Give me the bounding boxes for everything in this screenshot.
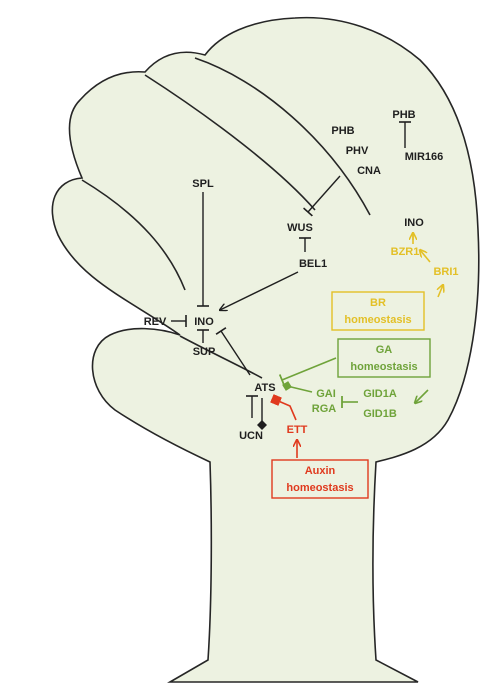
- edge-phb-wus: [302, 175, 341, 217]
- gene-spl: SPL: [192, 178, 214, 190]
- ga-box-line1: GA: [376, 344, 393, 356]
- gene-ino: INO: [194, 316, 214, 328]
- br-box-line1: BR: [370, 297, 386, 309]
- gene-mir166: MIR166: [405, 151, 444, 163]
- gene-cna: CNA: [357, 165, 381, 177]
- edge-ga-gid1: [415, 389, 429, 403]
- edge-ett-ats: [270, 394, 297, 421]
- edge-bri1-bzr1: [420, 250, 431, 263]
- gene-rga: RGA: [312, 403, 337, 415]
- gene-gid1a: GID1A: [363, 388, 397, 400]
- br-homeostasis-box: [331, 291, 425, 331]
- auxin-box-line1: Auxin: [305, 465, 336, 477]
- edge-ga-ats: [278, 357, 337, 386]
- gene-bel1: BEL1: [299, 258, 327, 270]
- gene-wus: WUS: [287, 222, 313, 234]
- edge-br-bri1: [438, 285, 443, 298]
- gene-phb: PHB: [331, 125, 354, 137]
- ovule-outline: [51, 16, 480, 683]
- gene-ett: ETT: [287, 424, 308, 436]
- gene-bzr1: BZR1: [391, 246, 420, 258]
- edge-bel1-ino: [220, 271, 299, 310]
- ga-homeostasis-box: [337, 338, 431, 378]
- edge-ats-ino: [215, 327, 251, 376]
- auxin-homeostasis-box: [271, 459, 369, 499]
- ga-box-line2: homeostasis: [350, 361, 417, 373]
- gene-ats: ATS: [254, 382, 275, 394]
- lobe-seam-2: [144, 74, 316, 211]
- gene-phb-top: PHB: [392, 109, 415, 121]
- gene-rev: REV: [144, 316, 167, 328]
- lobe-seam-4: [179, 335, 263, 379]
- auxin-box-line2: homeostasis: [286, 482, 353, 494]
- edge-gai-ats: [282, 381, 313, 393]
- gene-sup: SUP: [193, 346, 216, 358]
- gene-ucn: UCN: [239, 430, 263, 442]
- lobe-seam-1: [194, 57, 371, 216]
- lobe-seam-3: [81, 179, 186, 291]
- br-box-line2: homeostasis: [344, 314, 411, 326]
- gene-gai: GAI: [316, 388, 336, 400]
- gene-gid1b: GID1B: [363, 408, 397, 420]
- gene-bri1: BRI1: [433, 266, 458, 278]
- gene-ino-top: INO: [404, 217, 424, 229]
- gene-phv: PHV: [346, 145, 369, 157]
